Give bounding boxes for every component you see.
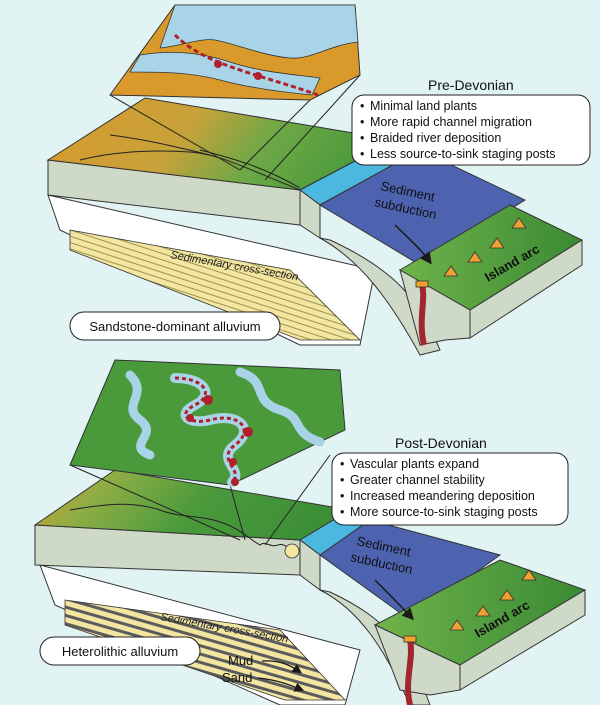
bottom-inset-staging-post: [186, 414, 194, 422]
bottom-inset-staging-post: [203, 395, 213, 405]
bottom-panel: Sedimentary cross-section Island arc Sed…: [33, 359, 587, 706]
top-sandstone-layers: [69, 229, 361, 341]
mud-pointer-arrow: [261, 660, 302, 674]
top-bullet-2: More rapid channel migration: [370, 115, 532, 129]
bottom-bullet-3: Increased meandering deposition: [350, 489, 535, 503]
bottom-inset-meander-right: [235, 367, 325, 447]
top-bullet-list: • Minimal land plants • More rapid chann…: [360, 99, 556, 161]
volcano-icon: [449, 619, 465, 631]
volcano-icon: [521, 569, 537, 581]
top-ocean-plate: [318, 149, 527, 266]
bottom-inset-meander-left: [125, 370, 155, 460]
bottom-alluvium-box: [39, 636, 201, 666]
top-volcano-icons: [443, 217, 527, 277]
bottom-inset-staging-post: [229, 458, 237, 466]
top-subducting-slab: [319, 237, 441, 356]
top-panel: Sedimentary cross-section Island arc: [46, 4, 591, 356]
volcano-icon: [467, 251, 483, 263]
bullet-mark: •: [360, 147, 364, 161]
top-magma-conduit: [418, 284, 427, 346]
bottom-meandering-river: [69, 503, 301, 551]
sand-label: Sand: [222, 670, 252, 685]
bottom-era-title: Post-Devonian: [395, 435, 487, 451]
volcano-icon: [443, 265, 459, 277]
bottom-alluvium-label: Heterolithic alluvium: [62, 644, 178, 659]
sand-pointer-arrow: [257, 677, 305, 692]
bottom-inset-staging-post: [243, 427, 253, 437]
top-volcano-marker: [415, 280, 429, 288]
top-subduction-arrow: [394, 224, 432, 265]
top-inset-staging-post: [254, 72, 262, 80]
bottom-arc-front: [374, 624, 461, 696]
bottom-heterolithic-layers: [64, 599, 346, 701]
bottom-bullet-1: Vascular plants expand: [350, 457, 479, 471]
bullet-mark: •: [360, 115, 364, 129]
top-bullet-3: Braided river deposition: [370, 131, 501, 145]
bullet-mark: •: [340, 489, 344, 503]
bottom-ocean-plate: [319, 519, 502, 621]
bullet-mark: •: [360, 99, 364, 113]
bottom-bullet-list: • Vascular plants expand • Greater chann…: [340, 457, 538, 519]
bottom-inset-sediment-route: [174, 376, 246, 484]
volcano-icon: [489, 237, 505, 249]
top-bullet-4: Less source-to-sink staging posts: [370, 147, 556, 161]
bullet-mark: •: [340, 457, 344, 471]
top-bullet-1: Minimal land plants: [370, 99, 477, 113]
bottom-bullet-box: [331, 452, 569, 526]
volcano-icon: [499, 589, 515, 601]
bottom-bullet-4: More source-to-sink staging posts: [350, 505, 538, 519]
bullet-mark: •: [360, 131, 364, 145]
top-era-title: Pre-Devonian: [428, 77, 514, 93]
bottom-volcano-icons: [449, 569, 537, 631]
top-inset-sediment-route: [173, 33, 319, 97]
bottom-inset-staging-post: [231, 478, 239, 486]
top-alluvium-box: [69, 311, 281, 341]
bottom-subduction-arrow: [374, 579, 415, 621]
volcano-icon: [475, 605, 491, 617]
bottom-magma-conduit: [405, 639, 414, 706]
top-bullet-box: [351, 94, 591, 166]
top-arc-front: [399, 268, 471, 346]
bottom-delta-fan: [284, 543, 300, 559]
bottom-volcano-marker: [403, 635, 417, 643]
top-alluvium-label: Sandstone-dominant alluvium: [89, 319, 260, 334]
volcano-icon: [511, 217, 527, 229]
mud-label: Mud: [228, 653, 253, 668]
top-inset-staging-post: [214, 60, 222, 68]
bullet-mark: •: [340, 505, 344, 519]
bottom-bullet-2: Greater channel stability: [350, 473, 486, 487]
bullet-mark: •: [340, 473, 344, 487]
